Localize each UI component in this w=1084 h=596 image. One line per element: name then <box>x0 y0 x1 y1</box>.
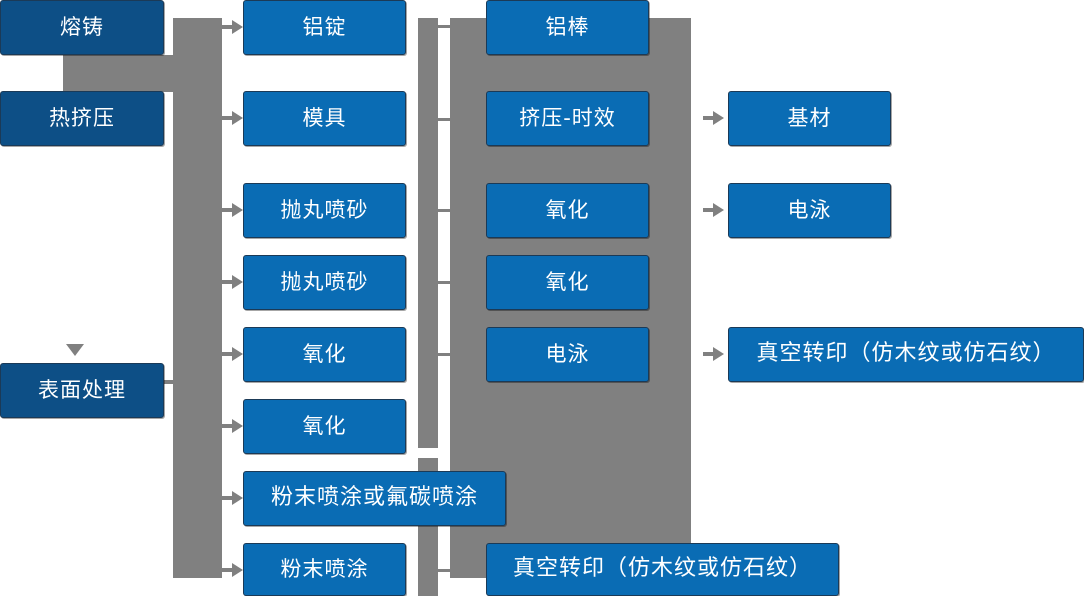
arrow-to-powder-coating <box>222 563 243 577</box>
stage-surface[interactable]: 表面处理 <box>0 360 164 418</box>
arrow-to-electrophoresis <box>703 203 724 217</box>
proc-oxidation-2[interactable]: 氧化 <box>243 396 406 454</box>
arrow-to-powder-or-pvdf <box>222 491 243 505</box>
arrow-to-substrate <box>703 111 724 125</box>
out-substrate[interactable]: 基材 <box>728 88 891 146</box>
connector-bridge-1 <box>436 25 452 28</box>
proc-vacuum-transfer-2[interactable]: 真空转印（仿木纹或仿石纹） <box>486 540 839 596</box>
out-electrophoresis[interactable]: 电泳 <box>728 180 891 238</box>
arrowhead-down-to-hot-extrude <box>66 72 84 84</box>
proc-powder-or-pvdf[interactable]: 粉末喷涂或氟碳喷涂 <box>243 468 506 526</box>
arrow-to-vacuum-transfer <box>703 347 724 361</box>
proc-powder-coating[interactable]: 粉末喷涂 <box>243 540 406 596</box>
connector-bridge-2 <box>436 118 452 121</box>
proc-oxidation-1[interactable]: 氧化 <box>243 324 406 382</box>
proc-mold[interactable]: 模具 <box>243 88 406 146</box>
arrow-to-mold <box>222 111 243 125</box>
arrowhead-down-to-surface <box>66 344 84 356</box>
arrow-to-oxidation-2 <box>222 419 243 433</box>
proc-shot-blast-1[interactable]: 抛丸喷砂 <box>243 180 406 238</box>
out-vacuum-transfer[interactable]: 真空转印（仿木纹或仿石纹） <box>728 324 1084 382</box>
arrow-to-aluminum-ingot <box>222 20 243 34</box>
proc-extrude-aging[interactable]: 挤压-时效 <box>486 88 649 146</box>
arrow-to-shot-blast-2 <box>222 275 243 289</box>
connector-bar-thin-top <box>418 18 438 448</box>
proc-aluminum-bar[interactable]: 铝棒 <box>486 0 649 55</box>
connector-bridge-6 <box>436 569 452 572</box>
stage-hot-extrude[interactable]: 热挤压 <box>0 88 164 146</box>
proc-aluminum-ingot[interactable]: 铝锭 <box>243 0 406 55</box>
connector-bridge-4 <box>436 281 452 284</box>
arrow-to-shot-blast-1 <box>222 203 243 217</box>
proc-oxidation-4[interactable]: 氧化 <box>486 252 649 310</box>
connector-bridge-3 <box>436 209 452 212</box>
connector-left-trunk <box>173 18 222 578</box>
connector-bridge-5 <box>436 353 452 356</box>
arrow-to-oxidation-1 <box>222 347 243 361</box>
proc-electrophoresis-1[interactable]: 电泳 <box>486 324 649 382</box>
connector-surface-branch <box>164 380 178 384</box>
proc-oxidation-3[interactable]: 氧化 <box>486 180 649 238</box>
proc-shot-blast-2[interactable]: 抛丸喷砂 <box>243 252 406 310</box>
stage-melt-cast[interactable]: 熔铸 <box>0 0 164 55</box>
